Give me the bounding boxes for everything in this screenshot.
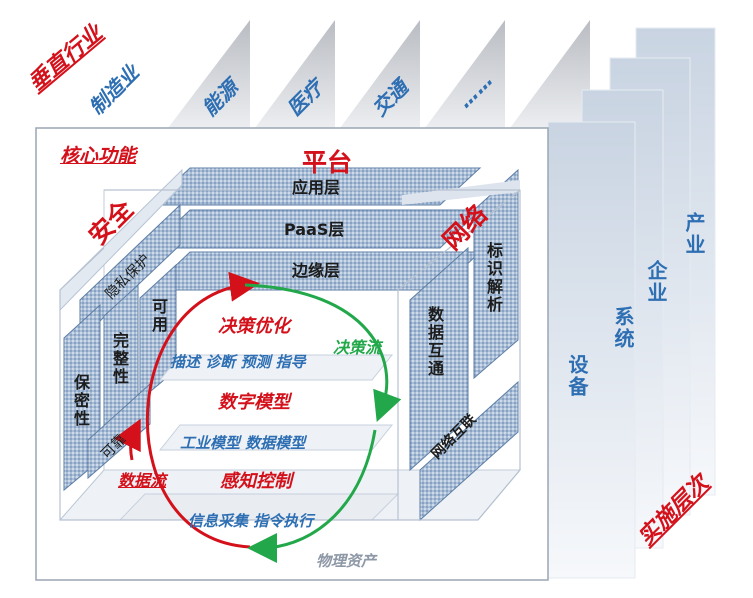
decision-flow-label: 决策流: [333, 338, 382, 357]
cube-edges: [59, 189, 521, 521]
layer-paas: PaaS层: [284, 220, 345, 239]
level-enterprise: 企业: [644, 260, 668, 304]
level-industry: 产业: [682, 212, 706, 256]
security-wall-panels: [59, 168, 183, 492]
security-confidentiality: 保密性: [71, 374, 90, 428]
model-subitems: 工业模型 数据模型: [180, 434, 306, 452]
digital-model: 数字模型: [218, 392, 290, 413]
decision-flow-arrow-lower: [247, 429, 377, 563]
decision-subitems: 描述 诊断 预测 指导: [170, 353, 306, 371]
layer-application: 应用层: [292, 178, 341, 197]
level-device: 设备: [565, 354, 589, 398]
decision-optimization: 决策优化: [218, 316, 290, 337]
control-subitems: 信息采集 指令执行: [188, 512, 314, 530]
core-slabs: [118, 354, 400, 521]
security-integrity: 完整性: [110, 332, 129, 386]
platform-title: 平台: [302, 148, 353, 177]
network-identification: 标识解析: [484, 242, 503, 314]
industry-wedges: [168, 20, 590, 128]
level-system: 系统: [611, 306, 635, 350]
network-wall-panels: [402, 168, 520, 522]
decision-flow-arrow: [244, 283, 402, 423]
data-flow-label: 数据流: [118, 471, 167, 490]
network-data-interop: 数据互通: [425, 306, 444, 378]
security-availability: 可用: [149, 298, 168, 334]
core-functions-title: 核心功能: [60, 145, 137, 167]
implementation-columns: [547, 27, 716, 579]
data-flow-arrow: [146, 271, 260, 549]
data-flow-arrow-head: [113, 418, 141, 461]
physical-assets: 物理资产: [316, 552, 377, 570]
layer-edge: 边缘层: [292, 261, 341, 280]
sensing-control: 感知控制: [220, 471, 292, 492]
